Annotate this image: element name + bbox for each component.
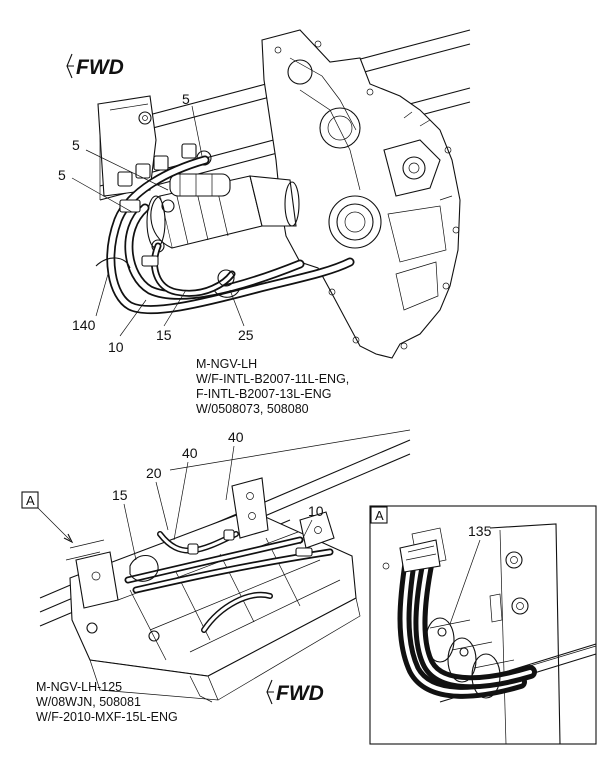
caption-top-line-2: W/F-INTL-B2007-11L-ENG, [196,372,349,386]
detail-view-label: A [375,508,384,523]
top-illustration: FWD [58,29,471,416]
leader-lines-top [71,105,245,337]
caption-top-line-3: F-INTL-B2007-13L-ENG [196,387,331,401]
callout-top-5a: 5 [182,91,190,107]
callout-bottom-40a: 40 [182,445,198,461]
caption-bottom-line-3: W/F-2010-MXF-15L-ENG [36,710,178,724]
view-a-box [21,491,39,509]
caption-bottom: M-NGV-LH-125 W/08WJN, 508081 W/F-2010-MX… [36,680,178,724]
caption-bottom-line-2: W/08WJN, 508081 [36,695,141,709]
callout-top-140: 140 [72,317,96,333]
flywheel-housing [261,29,461,359]
leader-lines-bottom [123,445,313,561]
callout-top-25: 25 [238,327,254,343]
battery-cables [95,155,355,315]
fwd-label-top: FWD [76,56,124,79]
callout-top-15: 15 [156,327,172,343]
view-a-pointer: A [21,491,74,544]
caption-top-line-4: W/0508073, 508080 [196,402,309,416]
callout-bottom-15: 15 [112,487,128,503]
bottom-illustration: A 15 20 40 40 10 M-NGV-LH-125 W/08WJN, 5… [21,429,411,724]
detail-view-a: A [369,505,597,745]
detail-clamps [425,617,515,699]
fwd-arrow-icon: FWD [266,679,324,705]
detail-view-label-box [370,506,388,524]
callout-top-5b: 5 [72,137,80,153]
callout-bottom-10: 10 [308,503,324,519]
callout-top-10: 10 [108,339,124,355]
caption-top: M-NGV-LH W/F-INTL-B2007-11L-ENG, F-INTL-… [196,357,349,416]
callout-bottom-40b: 40 [228,429,244,445]
callout-bottom-20: 20 [146,465,162,481]
callout-detail-135: 135 [468,523,492,539]
leader-line-detail [449,539,481,625]
detail-hoses [397,539,537,699]
fwd-label-bottom: FWD [276,682,324,705]
caption-bottom-line-1: M-NGV-LH-125 [36,680,122,694]
callout-top-5c: 5 [58,167,66,183]
caption-top-line-1: M-NGV-LH [196,357,257,371]
fwd-arrow-icon: FWD [66,53,124,79]
view-a-label: A [26,493,35,508]
mounting-plate [65,477,335,642]
starter-motor [146,173,300,253]
hoses-bottom [124,529,334,633]
